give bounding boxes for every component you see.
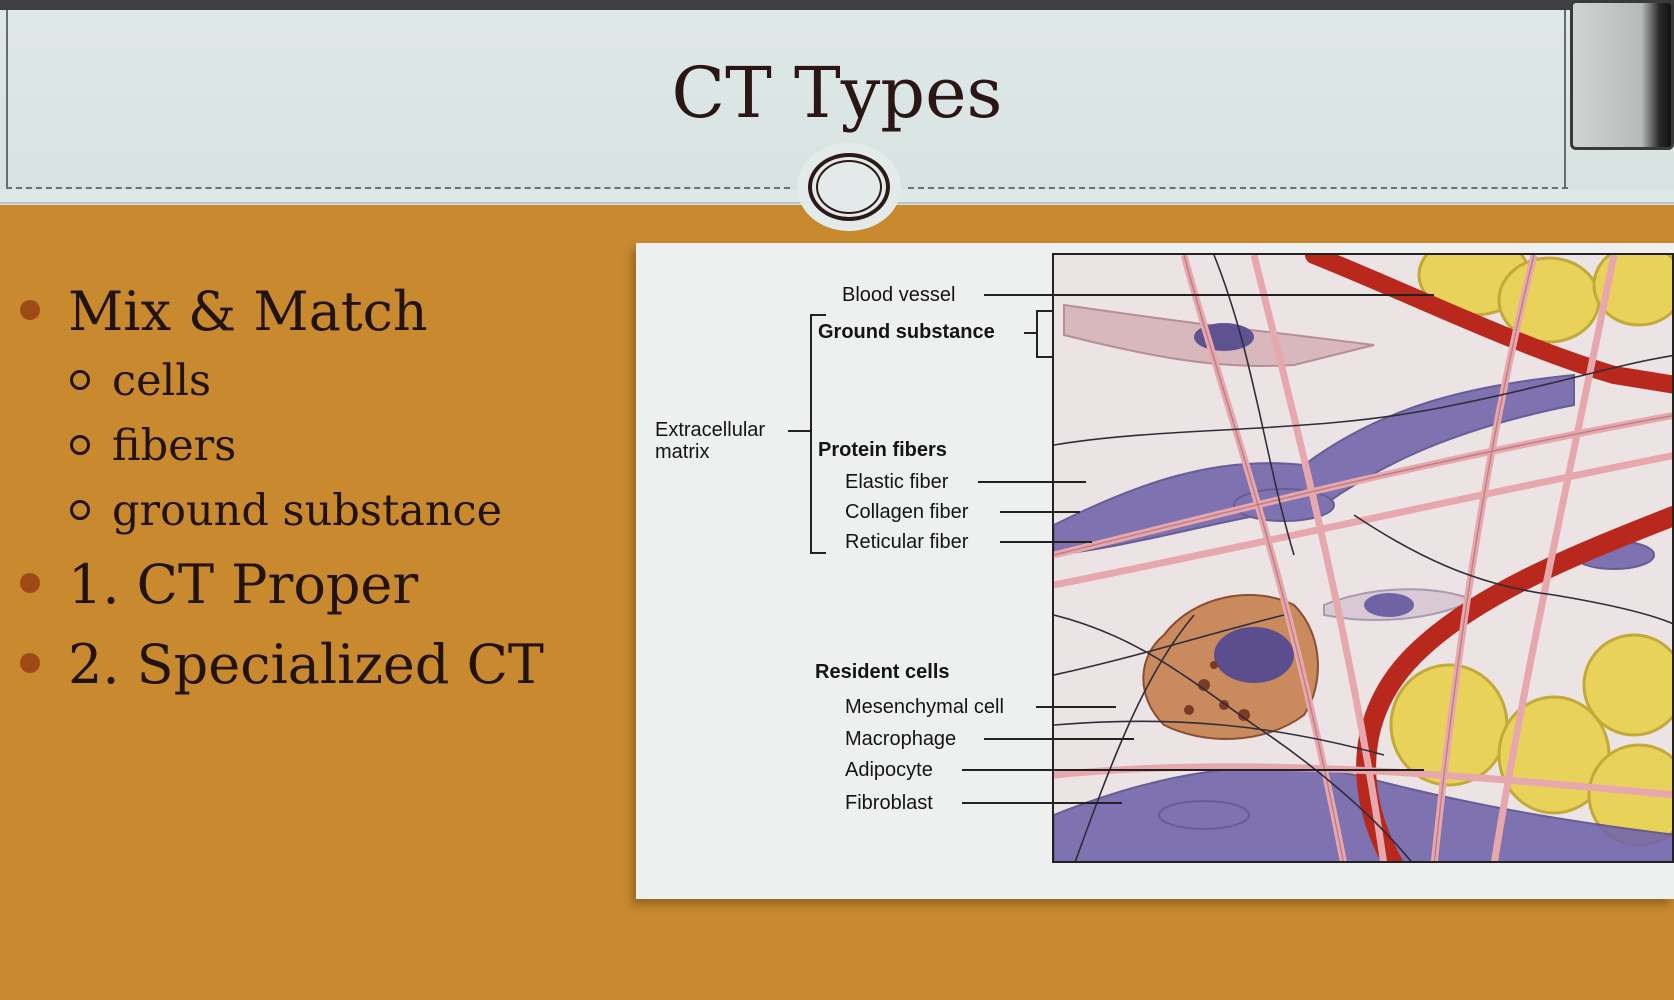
label-resident-cells: Resident cells: [815, 661, 950, 683]
ornament-ring-inner-icon: [816, 160, 882, 214]
label-mesenchymal-cell: Mesenchymal cell: [845, 696, 1004, 718]
label-matrix: matrix: [655, 441, 710, 463]
bracket-extracellular: [810, 314, 812, 552]
bullet-text: ground substance: [112, 486, 503, 536]
leader-adipocyte: [962, 769, 1424, 771]
label-fibroblast: Fibroblast: [845, 792, 933, 814]
bullet-level1: Mix & Match: [20, 285, 428, 339]
label-elastic-fiber: Elastic fiber: [845, 471, 949, 493]
divider-dashed-right: [908, 187, 1568, 189]
bullet-dot-icon: [20, 653, 40, 673]
bullet-level1: 2. Specialized CT: [20, 638, 544, 692]
tissue-drawing: [1054, 255, 1672, 861]
leader-mesenchymal-cell: [1036, 706, 1116, 708]
ornament-ring-icon: [808, 153, 890, 221]
label-macrophage: Macrophage: [845, 728, 957, 750]
leader-collagen-fiber: [1000, 511, 1080, 513]
label-ground-substance: Ground substance: [818, 321, 995, 343]
bullet-dot-icon: [20, 300, 40, 320]
bullet-level2: fibers: [70, 425, 236, 468]
bracket-ground-substance: [1036, 310, 1038, 356]
bullet-level2: ground substance: [70, 490, 502, 533]
bullet-level2: cells: [70, 360, 211, 403]
bullet-ring-icon: [70, 500, 90, 520]
bracket-extracellular-bottom: [810, 552, 826, 554]
leader-ground-substance: [1024, 332, 1036, 334]
bullet-ring-icon: [70, 435, 90, 455]
label-reticular-fiber: Reticular fiber: [845, 531, 969, 553]
leader-blood-vessel: [984, 294, 1434, 296]
bracket-ground-bottom: [1036, 356, 1052, 358]
bracket-extracellular-top: [810, 314, 826, 316]
webcam-thumbnail[interactable]: [1570, 0, 1674, 150]
leader-extracellular: [788, 430, 810, 432]
divider-dashed-left: [6, 187, 790, 189]
bullet-text: Mix & Match: [68, 280, 428, 343]
leader-reticular-fiber: [1000, 541, 1092, 543]
leader-elastic-fiber: [978, 481, 1086, 483]
bullet-text: fibers: [112, 421, 237, 471]
label-blood-vessel: Blood vessel: [842, 284, 956, 306]
slide-title: CT Types: [671, 52, 1003, 134]
bullet-ring-icon: [70, 370, 90, 390]
label-extracellular: Extracellular: [655, 419, 766, 441]
bullet-dot-icon: [20, 573, 40, 593]
bullet-text: 1. CT Proper: [68, 553, 419, 616]
bullet-text: 2. Specialized CT: [68, 633, 544, 696]
header-frame: [6, 10, 1566, 188]
connective-tissue-illustration: [1052, 253, 1674, 863]
bracket-ground-top: [1036, 310, 1052, 312]
leader-fibroblast: [962, 802, 1122, 804]
bullet-level1: 1. CT Proper: [20, 558, 418, 612]
label-protein-fibers: Protein fibers: [818, 439, 947, 461]
label-adipocyte: Adipocyte: [845, 759, 933, 781]
leader-macrophage: [984, 738, 1134, 740]
label-collagen-fiber: Collagen fiber: [845, 501, 969, 523]
bullet-text: cells: [112, 356, 212, 406]
